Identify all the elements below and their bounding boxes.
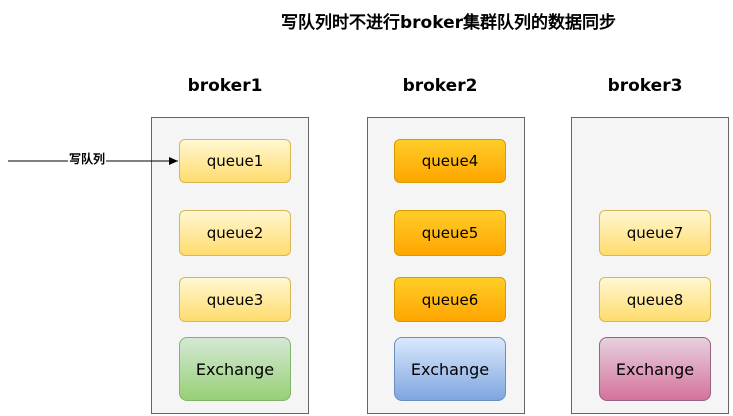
queue3-node[interactable]: queue3 — [179, 277, 291, 322]
diagram-title: 写队列时不进行broker集群队列的数据同步 — [281, 13, 616, 33]
queue1-node[interactable]: queue1 — [179, 139, 291, 183]
queue5-node[interactable]: queue5 — [394, 210, 506, 256]
broker1-exchange-node[interactable]: Exchange — [179, 337, 291, 401]
write-queue-label: 写队列 — [68, 150, 107, 167]
broker2-exchange-node[interactable]: Exchange — [394, 337, 506, 401]
broker3-label: broker3 — [607, 76, 683, 96]
queue6-node[interactable]: queue6 — [394, 277, 506, 322]
broker3-exchange-node[interactable]: Exchange — [599, 337, 711, 401]
queue7-node[interactable]: queue7 — [599, 210, 711, 256]
queue8-node[interactable]: queue8 — [599, 277, 711, 322]
queue2-node[interactable]: queue2 — [179, 210, 291, 256]
broker1-label: broker1 — [187, 76, 263, 96]
broker2-label: broker2 — [402, 76, 478, 96]
queue4-node[interactable]: queue4 — [394, 139, 506, 183]
